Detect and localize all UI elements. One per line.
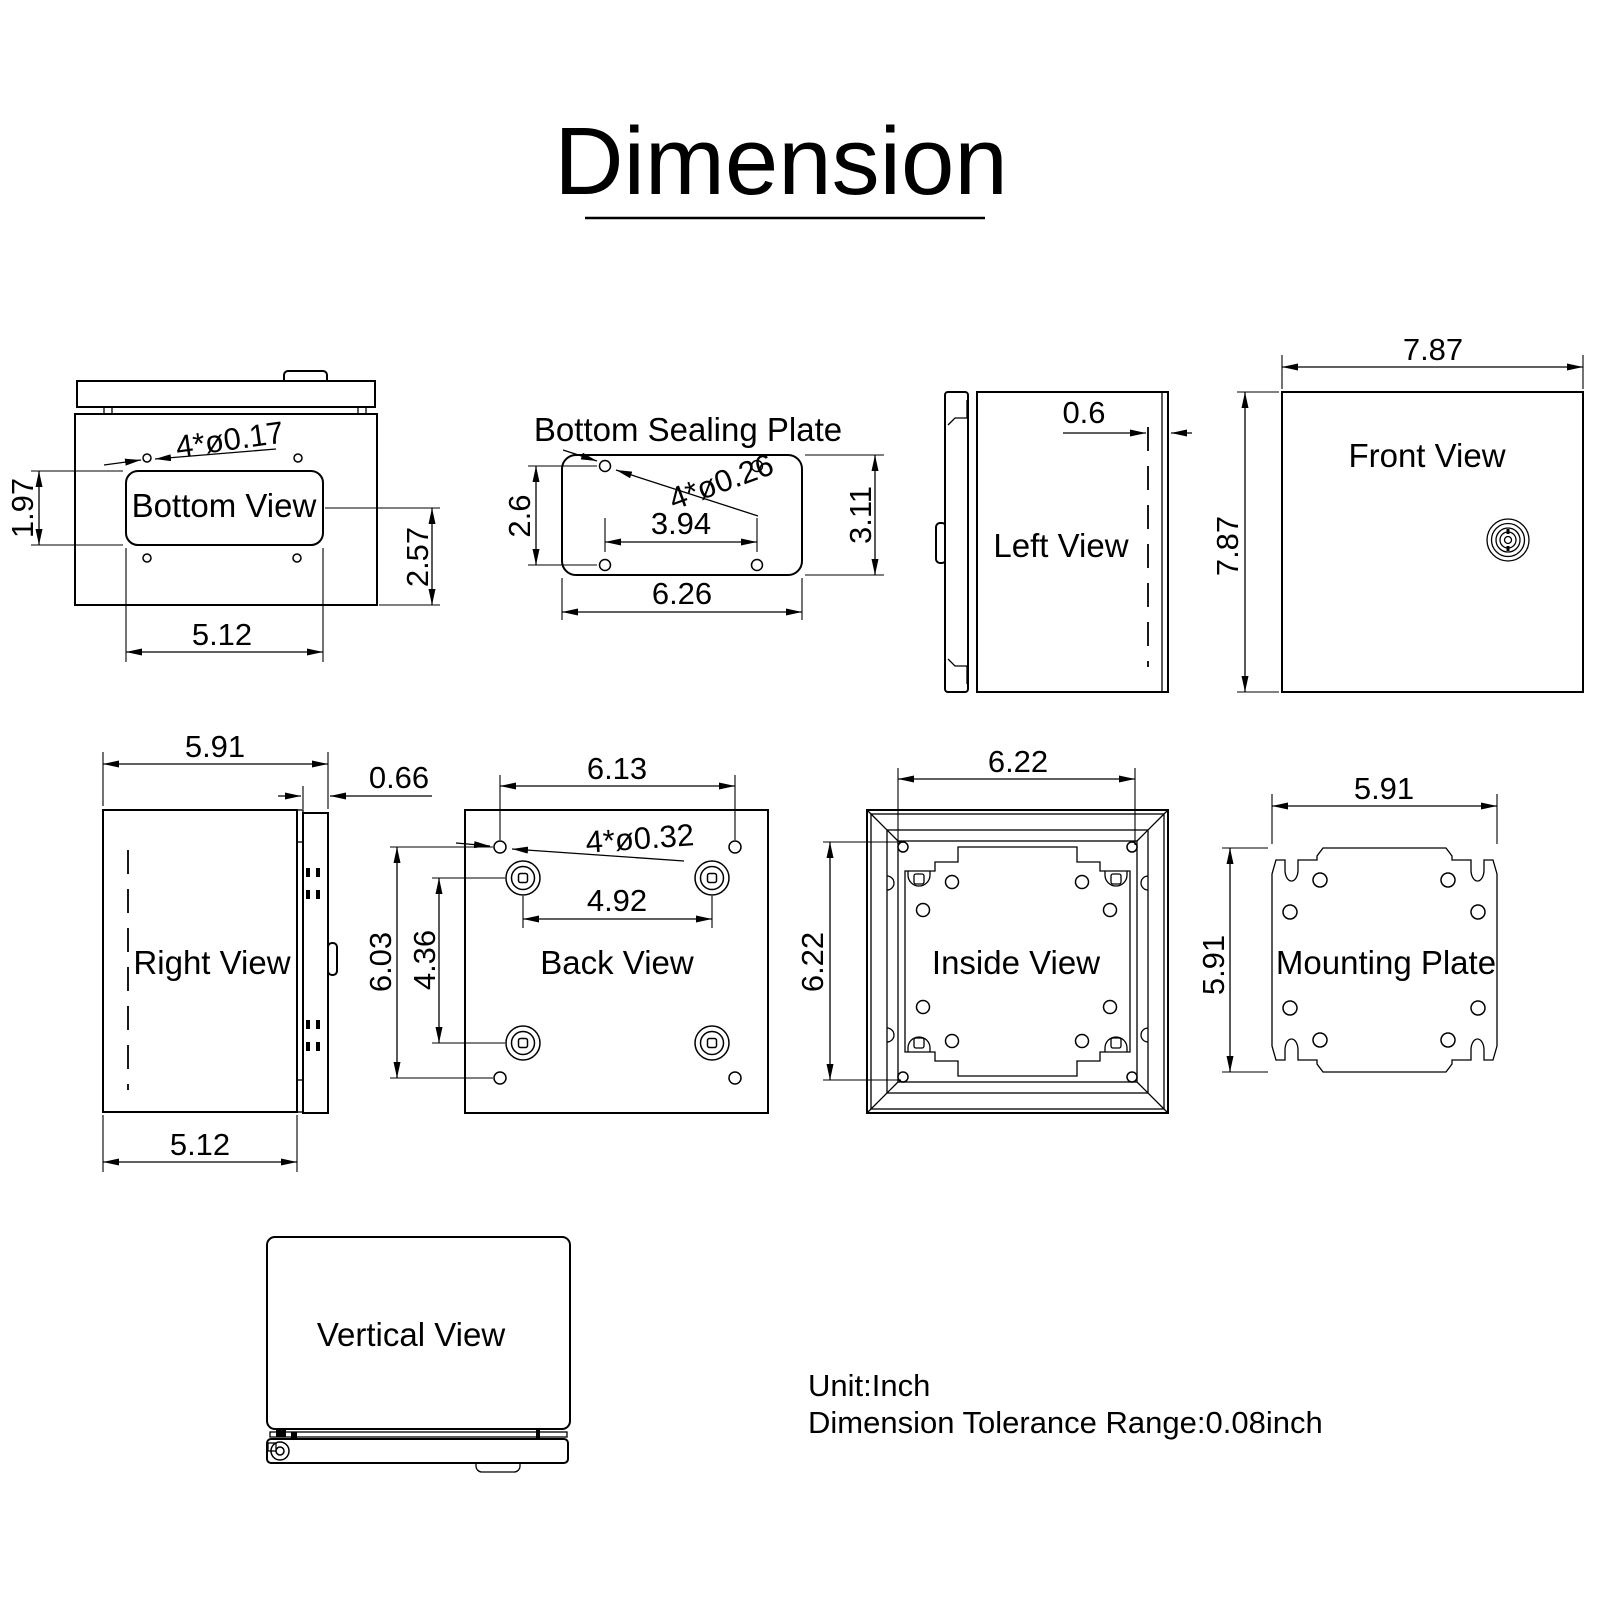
front-view-dimensions: 7.87 7.87: [1210, 332, 1584, 693]
title-block: Dimension: [554, 108, 1008, 220]
front-view: Front View 7.87 7.87: [1210, 332, 1584, 693]
lid-bar: [76, 380, 376, 408]
left-view-label: Left View: [993, 527, 1128, 564]
inside-view-dimensions: 6.22 6.22: [795, 744, 1136, 1081]
bottom-panel: [125, 470, 324, 546]
back-dim-436: 4.36: [407, 930, 442, 990]
unit-note: Unit:Inch: [808, 1368, 930, 1403]
right-view-dimensions: 5.91 0.66 5.12: [102, 729, 432, 1172]
right-body: [102, 809, 298, 1113]
back-holes-callout: 4*ø0.32: [584, 817, 695, 859]
notes: Unit:Inch Dimension Tolerance Range:0.08…: [808, 1368, 1323, 1440]
sealing-dim-311: 3.11: [843, 486, 878, 544]
back-grommets: [505, 860, 730, 1061]
sealing-plate-dimensions: 4*ø0.26 2.6 3.94 3.11 6.26: [502, 447, 884, 620]
inside-dim-width: 6.22: [988, 744, 1048, 779]
left-view: Left View 0.6: [935, 391, 1192, 693]
vertical-view: Vertical View: [266, 1236, 571, 1473]
back-dim-603: 6.03: [363, 932, 398, 992]
left-door-strip: [944, 391, 969, 693]
mounting-plate-outline: [1271, 847, 1498, 1073]
right-dim-066: 0.66: [369, 760, 429, 795]
mounting-plate-label: Mounting Plate: [1276, 944, 1496, 981]
back-panel: [464, 809, 769, 1114]
back-dim-492: 4.92: [587, 883, 647, 918]
right-view-label: Right View: [133, 944, 290, 981]
inside-dim-height: 6.22: [795, 932, 830, 992]
inside-mounting-plate-outline: [904, 846, 1131, 1077]
lock-icon: [1486, 518, 1530, 562]
left-view-dimensions: 0.6: [1062, 395, 1192, 437]
sealing-dim-394: 3.94: [651, 506, 711, 541]
tolerance-note: Dimension Tolerance Range:0.08inch: [808, 1405, 1323, 1440]
mounting-plate-dimensions: 5.91 5.91: [1196, 771, 1498, 1073]
sealing-dim-626: 6.26: [652, 576, 712, 611]
back-view: Back View 4*ø0.32 6.13 4.92 6.03 4.36: [363, 751, 769, 1114]
vertical-body: [266, 1236, 571, 1430]
bottom-dim-197: 1.97: [5, 478, 40, 538]
inside-frame-outer: [866, 809, 1169, 1114]
left-body: [976, 391, 1169, 693]
front-view-label: Front View: [1348, 437, 1505, 474]
bottom-view: Bottom View 4*ø0.17 1.97 2.57 5.12: [5, 370, 440, 662]
front-dim-height: 7.87: [1210, 516, 1245, 576]
mounting-dim-width: 5.91: [1354, 771, 1414, 806]
vertical-view-label: Vertical View: [317, 1316, 505, 1353]
bottom-dim-257: 2.57: [400, 527, 435, 587]
back-view-label: Back View: [540, 944, 694, 981]
sealing-plate-title: Bottom Sealing Plate: [534, 411, 842, 448]
front-dim-width: 7.87: [1403, 332, 1463, 367]
left-dim-06: 0.6: [1062, 395, 1105, 430]
right-door-strip: [302, 812, 329, 1114]
inside-view-label: Inside View: [932, 944, 1100, 981]
front-panel: [1281, 391, 1584, 693]
right-dim-512: 5.12: [170, 1127, 230, 1162]
back-view-dimensions: 4*ø0.32 6.13 4.92 6.03 4.36: [363, 751, 736, 1079]
page-title: Dimension: [554, 108, 1008, 215]
bottom-dim-512: 5.12: [192, 617, 252, 652]
back-dim-613: 6.13: [587, 751, 647, 786]
right-latch: [327, 942, 338, 976]
right-dim-591: 5.91: [185, 729, 245, 764]
vertical-lid-bar: [266, 1438, 569, 1464]
mounting-dim-height: 5.91: [1196, 935, 1231, 995]
right-view: Right View 5.91 0.66 5.12: [102, 729, 432, 1172]
mounting-plate: Mounting Plate 5.91 5.91: [1196, 771, 1498, 1073]
bottom-sealing-plate: Bottom Sealing Plate 4*ø0.26 2.6 3.94 3.…: [502, 411, 884, 620]
sealing-dim-26: 2.6: [502, 494, 537, 537]
inside-view: Inside View 6.22 6.22: [795, 744, 1169, 1114]
bottom-view-label: Bottom View: [132, 487, 317, 524]
